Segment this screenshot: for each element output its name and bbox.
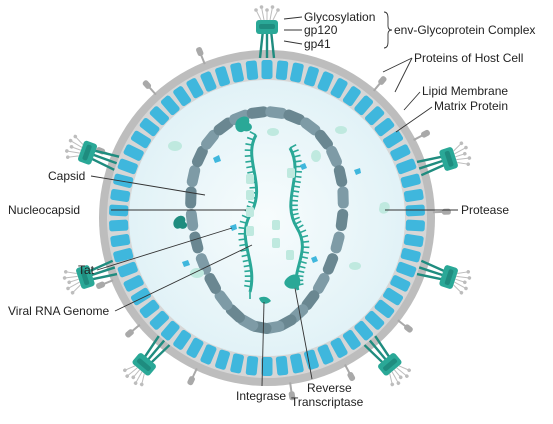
matrix-protein-block [406,220,426,232]
rna-base [239,239,246,240]
leader-gp41 [284,41,302,44]
env-spike [415,140,473,181]
virion-interior [129,80,405,356]
matrix-protein-block [246,60,259,80]
rna-base [295,161,302,162]
leader-lipid-membrane [404,92,420,110]
host-protein [142,79,159,96]
nucleocapsid-block [246,207,254,217]
host-protein [371,75,387,93]
rna-base [295,176,302,177]
label-host-proteins: Proteins of Host Cell [414,51,523,65]
nucleocapsid-block [272,220,280,230]
label-tat: Tat [78,263,95,277]
matrix-protein-block [109,220,129,232]
label-protease: Protease [461,203,509,217]
nucleocapsid-block [287,168,295,178]
label-glycosylation: Glycosylation [304,10,375,24]
nucleocapsid-block [272,238,280,248]
nucleocapsid-block [246,190,254,200]
mint-protein [349,262,361,270]
mint-protein [311,150,321,162]
leader-host-proteins-2 [395,58,412,92]
label-env-complex: env-Glycoprotein Complex [394,23,535,37]
matrix-protein-block [276,356,289,376]
rna-base [245,156,252,157]
label-capsid: Capsid [48,169,85,183]
matrix-protein-block [276,60,289,80]
label-gp41: gp41 [304,37,331,51]
matrix-protein-block [262,60,273,79]
env-complex-brace [384,12,392,48]
mint-protein [267,128,279,136]
rna-base [302,241,309,242]
matrix-protein-block [406,205,426,217]
rna-base [244,265,251,266]
leader-glycosylation [284,17,302,19]
mint-protein [335,126,347,134]
label-transcriptase: Transcriptase [291,395,364,409]
label-nucleocapsid: Nucleocapsid [8,203,80,217]
label-reverse: Reverse [307,381,352,395]
host-protein [124,322,142,338]
capsid-protein-block [185,186,197,208]
nucleocapsid-block [246,174,254,184]
rna-base [292,191,299,192]
label-viral-rna: Viral RNA Genome [8,304,109,318]
matrix-protein-block [109,205,129,217]
env-spike [415,255,473,296]
label-lipid-membrane: Lipid Membrane [422,84,508,98]
rna-base [239,228,246,229]
nucleocapsid-block [286,250,294,260]
label-matrix-protein: Matrix Protein [434,99,508,113]
matrix-protein-block [262,357,273,376]
mint-protein [168,141,182,151]
rna-base [244,271,251,272]
leader-host-proteins-1 [383,58,412,72]
rna-base [291,196,298,197]
matrix-protein-block [246,356,259,376]
label-integrase: Integrase [236,389,286,403]
host-protein [396,318,414,334]
rna-base [302,252,309,253]
nucleocapsid-block [246,226,254,236]
capsid-protein-block [337,186,349,208]
rna-base [294,181,301,182]
label-gp120: gp120 [304,23,338,37]
rna-base [245,161,252,162]
rna-base [291,209,298,210]
env-spike [254,5,280,58]
